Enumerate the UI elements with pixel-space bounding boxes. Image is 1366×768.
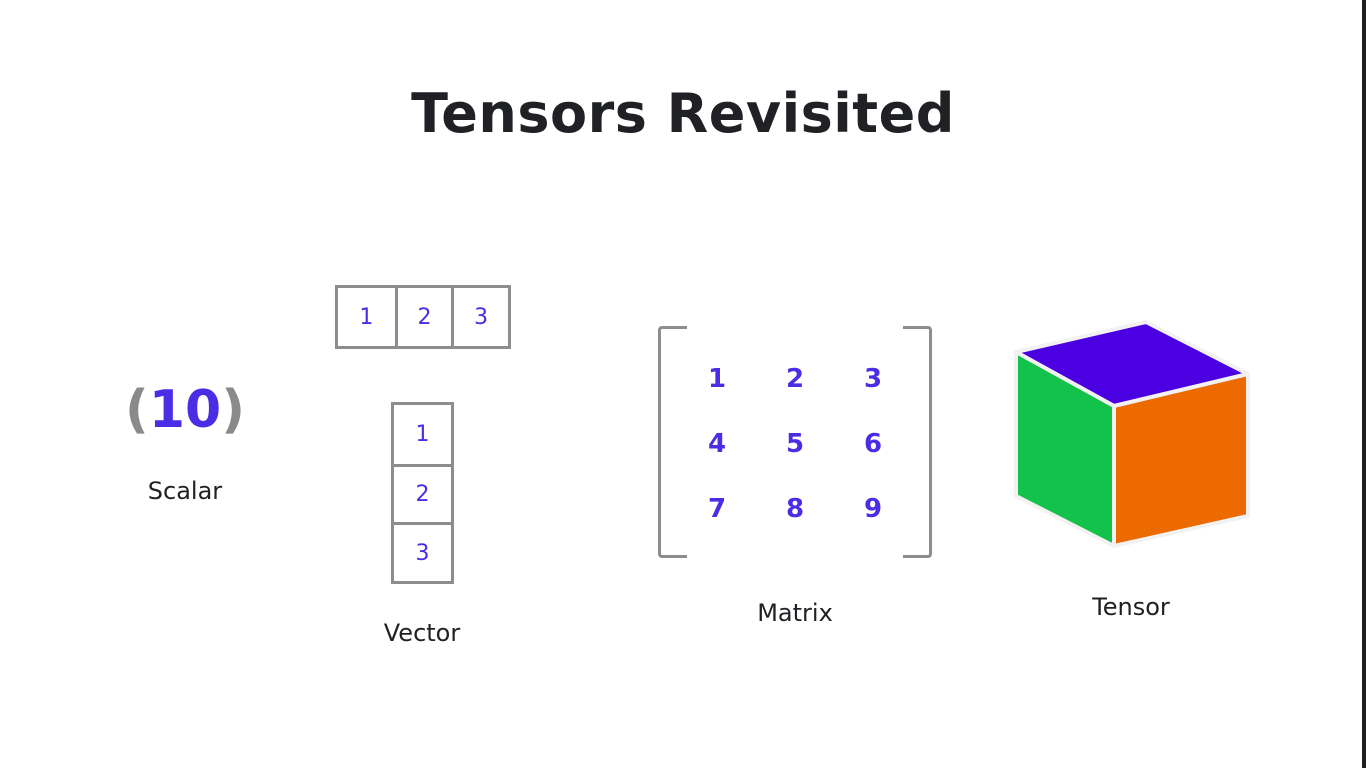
- matrix-cell: 3: [863, 363, 883, 394]
- scalar-value: (10): [120, 384, 250, 436]
- row-vector-cell: 2: [394, 288, 452, 346]
- matrix-cell: 4: [707, 428, 727, 459]
- matrix-right-bracket: [903, 326, 932, 558]
- row-vector-cell: 3: [451, 288, 508, 346]
- matrix-label: Matrix: [757, 599, 833, 627]
- frame-edge: [1362, 0, 1366, 768]
- matrix-cell: 7: [707, 494, 727, 525]
- column-vector-cell: 3: [394, 522, 451, 581]
- matrix-grid: 1 2 3 4 5 6 7 8 9: [678, 346, 912, 542]
- column-vector-cell: 1: [415, 421, 430, 447]
- matrix: 1 2 3 4 5 6 7 8 9: [658, 326, 932, 558]
- vector-label: Vector: [383, 619, 461, 647]
- column-vector-cell: 2: [394, 463, 451, 523]
- scalar-close-paren: ): [221, 380, 245, 440]
- tensor-cube: [1014, 320, 1250, 548]
- tensor-label: Tensor: [1092, 593, 1170, 621]
- scalar-number: 10: [148, 380, 222, 440]
- cube-right-face: [1112, 372, 1250, 548]
- matrix-cell: 1: [707, 363, 727, 394]
- row-vector-cell: 1: [359, 304, 374, 330]
- matrix-cell: 6: [863, 428, 883, 459]
- matrix-cell: 2: [785, 363, 805, 394]
- scalar-label: Scalar: [147, 477, 223, 505]
- matrix-cell: 5: [785, 428, 805, 459]
- row-vector: 1 2 3: [335, 285, 511, 349]
- scalar-open-paren: (: [125, 380, 149, 440]
- column-vector: 1 2 3: [391, 402, 454, 584]
- matrix-left-bracket: [658, 326, 687, 558]
- matrix-cell: 8: [785, 494, 805, 525]
- slide-title: Tensors Revisited: [411, 82, 955, 145]
- matrix-cell: 9: [863, 494, 883, 525]
